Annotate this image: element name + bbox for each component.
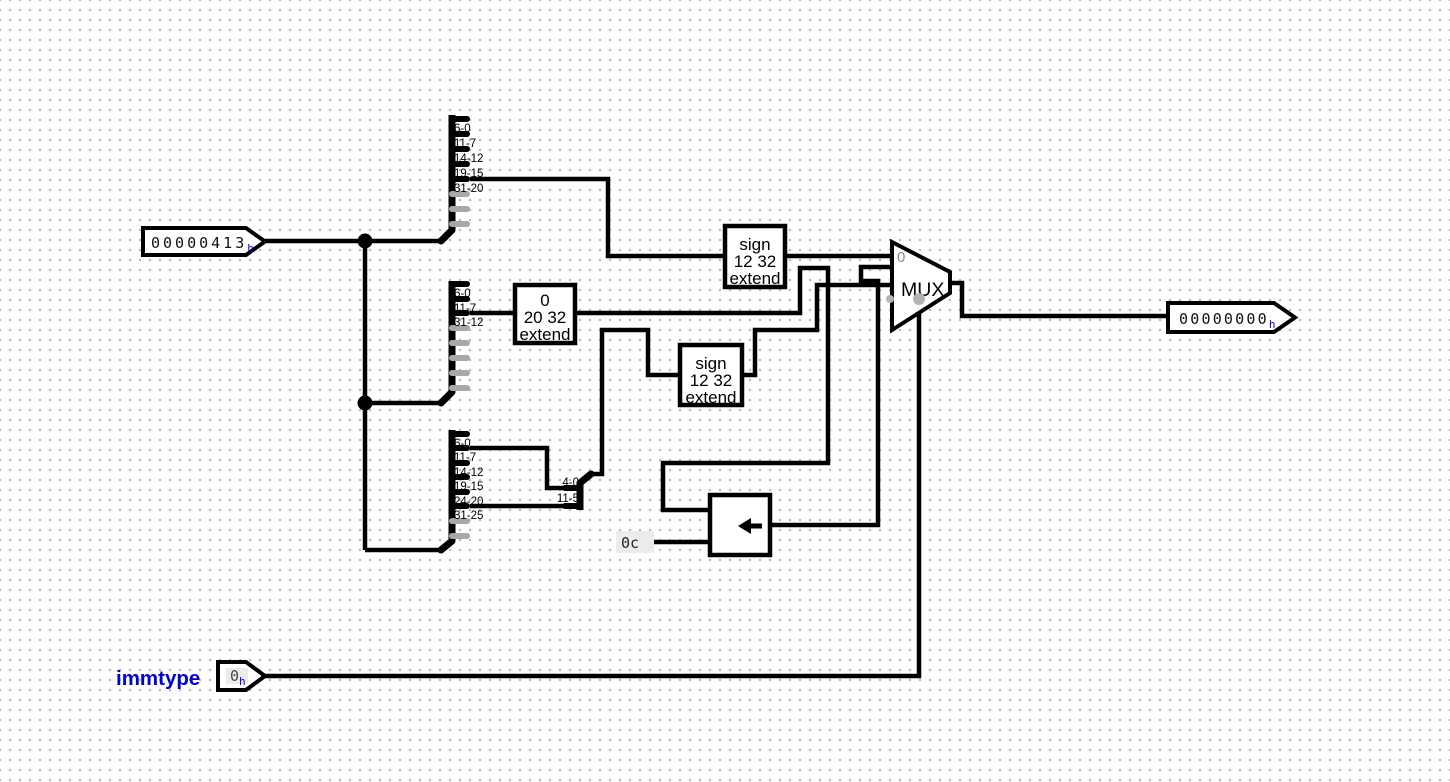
block-label: sign — [695, 354, 726, 373]
sign-extend-block-top[interactable]: sign 12 32 extend — [722, 223, 788, 290]
mux-enable-dot — [913, 293, 925, 305]
wire-zeroextend-to-shifter — [573, 265, 831, 513]
bit-range-label: 14-12 — [454, 153, 483, 165]
instruction-input-pin[interactable]: 00000413h — [141, 226, 269, 257]
block-label: 0 — [540, 291, 549, 310]
bit-range-label: 11-7 — [454, 452, 476, 464]
block-label: extend — [729, 269, 780, 288]
wires — [263, 176, 1170, 679]
bit-range-label: 31-20 — [454, 183, 483, 195]
bit-range-label: 11-7 — [454, 138, 476, 150]
junction-dot — [357, 233, 373, 249]
bit-range-label: 19-15 — [454, 168, 483, 180]
bit-range-label: 31-12 — [454, 317, 483, 329]
wire-signextend-to-mux2 — [740, 282, 893, 378]
splitter-bottom[interactable]: 6-0 11-7 14-12 19-15 24-20 31-25 — [437, 430, 483, 554]
instruction-value: 00000413h — [151, 234, 254, 255]
constant-bg — [616, 531, 654, 553]
sign-extend-block-mid[interactable]: sign 12 32 extend — [677, 342, 745, 408]
bit-range-label: 24-20 — [454, 496, 483, 508]
block-label: sign — [739, 235, 770, 254]
wire-immtype-select — [263, 310, 922, 679]
shifter-block[interactable] — [707, 492, 773, 558]
bit-range-label: 11-5 — [557, 493, 579, 505]
wire-shifter-to-mux1 — [768, 264, 893, 528]
shift-left-arrow-icon — [738, 518, 762, 534]
mux[interactable]: 0 MUX — [886, 238, 952, 334]
splitter-combiner[interactable]: 4-0 11-5 — [557, 470, 595, 510]
bit-range-label: 11-7 — [454, 303, 476, 315]
bit-range-label: 31-25 — [454, 510, 483, 522]
immtype-input[interactable]: immtype 0h — [116, 660, 269, 692]
constant-value: 0c — [621, 534, 639, 552]
block-label: extend — [519, 325, 570, 344]
wire-stype-low-to-combiner — [470, 445, 566, 491]
bit-range-label: 19-15 — [454, 481, 483, 493]
block-label: 12 32 — [734, 252, 777, 271]
zero-extend-block[interactable]: 0 20 32 extend — [512, 282, 578, 346]
immtype-label: immtype — [116, 667, 200, 690]
splitter-top[interactable]: 6-0 11-7 14-12 19-15 31-20 — [437, 115, 483, 245]
constant-shift-amount[interactable]: 0c — [616, 531, 654, 553]
wire-itype-to-signextend — [470, 176, 727, 259]
block-label: extend — [685, 388, 736, 407]
wire-combiner-to-signextend — [591, 327, 682, 477]
bit-range-label: 4-0 — [562, 477, 579, 489]
immtype-value: 0h — [230, 667, 246, 688]
bit-range-label: 6-0 — [454, 123, 471, 135]
immediate-output-pin[interactable]: 00000000h — [1166, 301, 1299, 334]
mux-unconnected-input-dot — [886, 295, 894, 303]
bit-range-label: 14-12 — [454, 467, 483, 479]
immtype-value-bg — [226, 668, 248, 684]
block-label: 12 32 — [690, 371, 733, 390]
bit-range-label: 6-0 — [454, 438, 471, 450]
wire-mux-to-output — [948, 280, 1170, 319]
output-value: 00000000h — [1179, 310, 1275, 331]
mux-input0-marker: 0 — [897, 249, 905, 266]
block-label: 20 32 — [524, 308, 567, 327]
bit-range-label: 6-0 — [454, 288, 471, 300]
junction-dot — [357, 395, 373, 411]
mux-label: MUX — [901, 279, 944, 301]
splitter-middle[interactable]: 6-0 11-7 31-12 — [437, 281, 483, 407]
